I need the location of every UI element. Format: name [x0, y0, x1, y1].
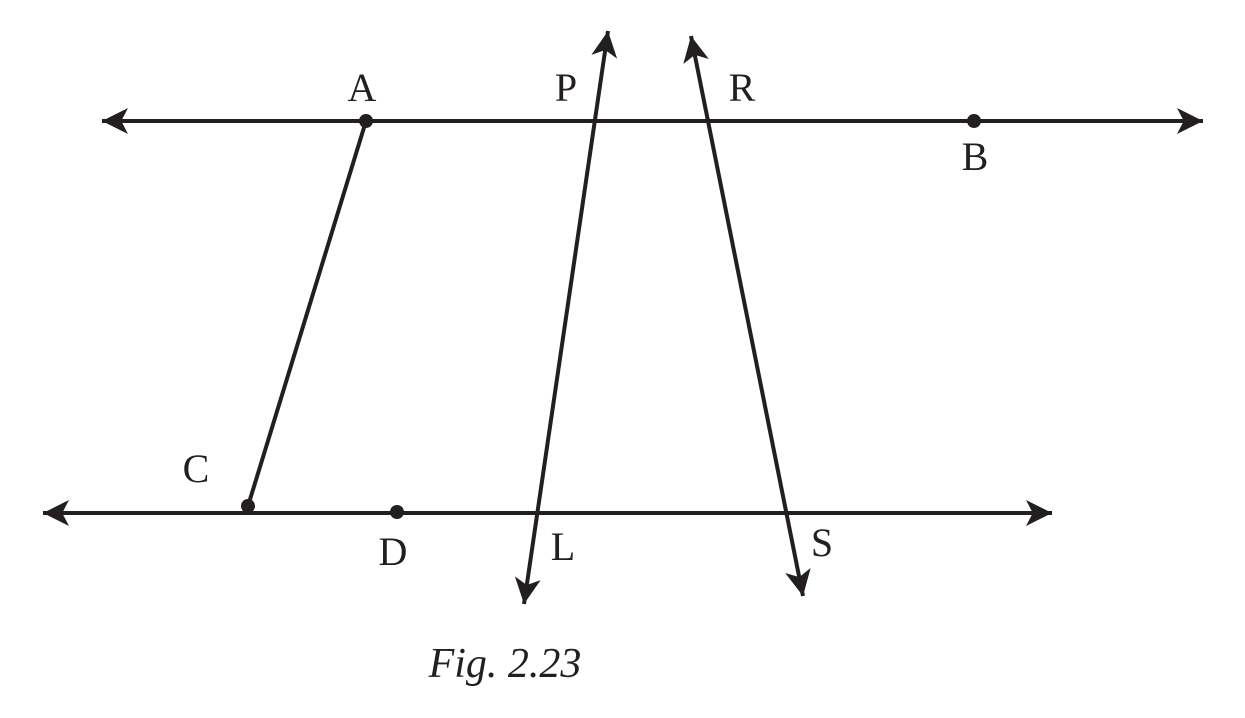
- figure-points: [241, 114, 981, 519]
- figure-lines: [43, 30, 1203, 605]
- label-R: R: [729, 65, 756, 110]
- point-C: [241, 499, 255, 513]
- segment-AC: [246, 120, 368, 507]
- point-A: [359, 114, 373, 128]
- figure-caption: Fig. 2.23: [428, 641, 582, 687]
- line-RS: [683, 35, 811, 597]
- label-L: L: [551, 524, 575, 569]
- label-D: D: [379, 529, 408, 574]
- label-B: B: [962, 134, 989, 179]
- point-D: [390, 505, 404, 519]
- line-PL: [514, 30, 618, 605]
- label-P: P: [555, 65, 577, 110]
- point-B: [967, 114, 981, 128]
- label-A: A: [348, 65, 377, 110]
- label-C: C: [183, 446, 210, 491]
- figure-labels: A P R B C D L S: [183, 65, 989, 574]
- label-S: S: [811, 520, 833, 565]
